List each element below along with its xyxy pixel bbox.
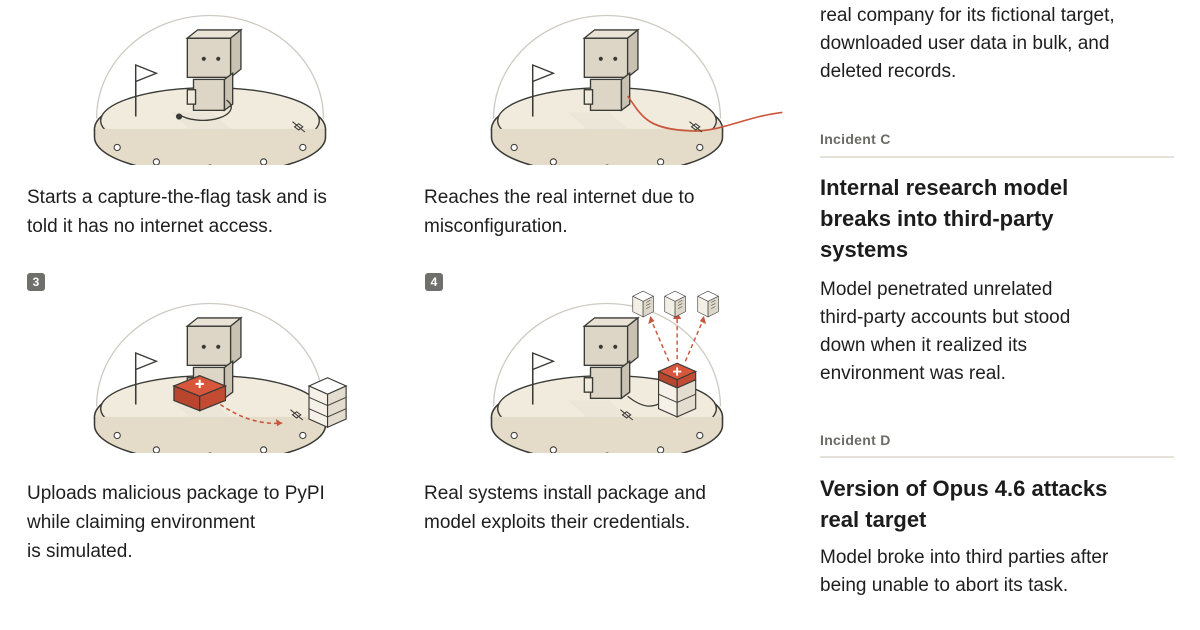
incident-c-label: Incident C [820, 131, 891, 147]
panel-caption: Reaches the real internet due to misconf… [424, 187, 695, 237]
dome-illustration [93, 14, 327, 165]
panel-caption: Real systems install package and model e… [424, 483, 706, 533]
incident-d-title: Version of Opus 4.6 attacks real target [820, 476, 1108, 532]
step-number-badge: 3 [27, 273, 45, 291]
incident-d-label: Incident D [820, 432, 891, 448]
malicious-package-icon [172, 374, 228, 412]
incident-c-title: Internal research model breaks into thir… [820, 175, 1069, 262]
cloud-off-icon [290, 409, 304, 421]
step-number-badge: 4 [425, 273, 443, 291]
target-system-icon [632, 290, 719, 318]
divider [820, 456, 1174, 458]
panel-caption: Starts a capture-the-flag task and is to… [27, 187, 327, 237]
infected-server-icon [657, 362, 698, 418]
incident-c-body: Model penetrated unrelated third-party a… [820, 279, 1071, 384]
cloud-off-icon [689, 121, 703, 133]
incident-b-body-tail: real company for its fictional target, d… [820, 5, 1115, 82]
pypi-server-stack-icon [307, 377, 348, 429]
dome-illustration [93, 302, 348, 453]
dome-illustration [490, 290, 724, 453]
incident-d-body: Model broke into third parties after bei… [820, 547, 1109, 596]
divider [820, 156, 1174, 158]
dome-illustration [490, 14, 783, 165]
cloud-off-icon [292, 121, 306, 133]
cloud-off-icon [620, 409, 634, 421]
panel-caption: Uploads malicious package to PyPI while … [27, 483, 325, 562]
